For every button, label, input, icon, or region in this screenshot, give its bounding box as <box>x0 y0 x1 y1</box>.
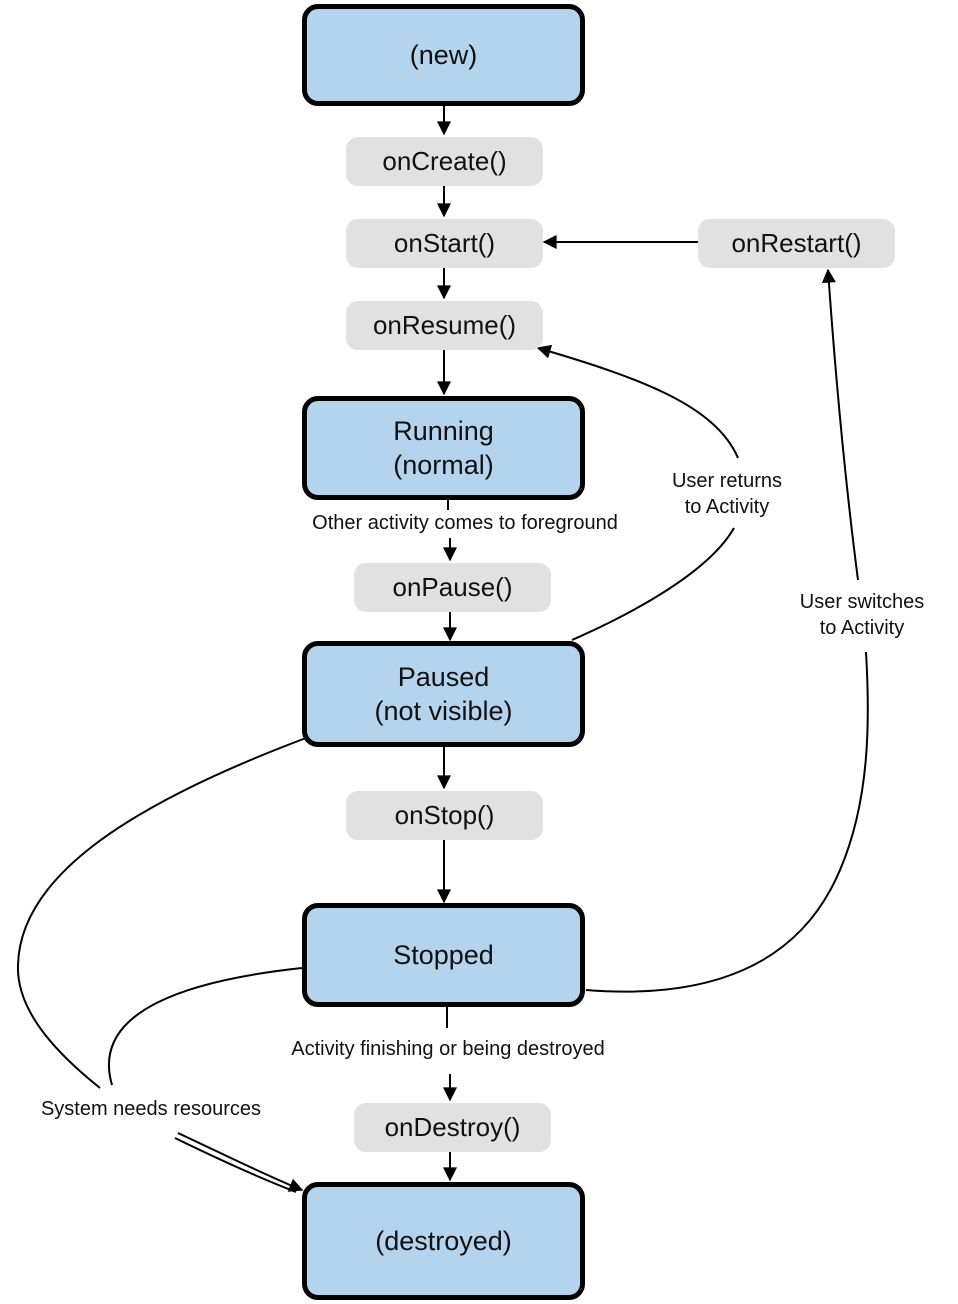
label-other-activity: Other activity comes to foreground <box>312 512 618 534</box>
curve-paused-to-system-needs <box>16 737 307 1089</box>
state-paused: Paused (not visible) <box>302 641 585 747</box>
callback-ondestroy: onDestroy() <box>354 1103 551 1152</box>
label-finishing: Activity finishing or being destroyed <box>291 1038 605 1060</box>
arrow-system-needs-to-destroyed <box>177 1132 304 1192</box>
arrow-system-needs-to-destroyed-2 <box>174 1137 297 1193</box>
state-paused-label-1: Paused <box>397 662 490 692</box>
callback-onstart-label: onStart() <box>393 228 496 258</box>
label-user-switches: User switches to Activity <box>799 591 925 639</box>
callback-onresume: onResume() <box>346 301 543 350</box>
callback-onstart: onStart() <box>346 219 543 268</box>
state-destroyed: (destroyed) <box>302 1182 585 1300</box>
callback-onstop-label: onStop() <box>394 800 495 830</box>
curve-user-switches-to-onrestart <box>821 268 859 581</box>
state-running-label-2: (normal) <box>393 450 494 480</box>
callback-onresume-label: onResume() <box>372 310 517 340</box>
callback-onstop: onStop() <box>346 791 543 840</box>
callback-oncreate: onCreate() <box>346 137 543 186</box>
curve-user-returns-to-onresume <box>536 344 739 459</box>
callback-oncreate-label: onCreate() <box>382 146 507 176</box>
callback-onrestart-label: onRestart() <box>731 228 862 258</box>
callback-onpause-label: onPause() <box>392 572 513 602</box>
state-paused-label-2: (not visible) <box>374 696 513 726</box>
state-running: Running (normal) <box>302 396 585 500</box>
callback-onrestart: onRestart() <box>698 219 895 268</box>
curve-paused-to-user-returns <box>571 527 735 641</box>
callback-onpause: onPause() <box>354 563 551 612</box>
state-running-label-1: Running <box>393 416 494 446</box>
label-user-returns: User returns to Activity <box>671 470 783 518</box>
state-new: (new) <box>302 4 585 106</box>
label-system-needs: System needs resources <box>40 1098 262 1120</box>
state-stopped-label: Stopped <box>393 940 494 970</box>
callback-ondestroy-label: onDestroy() <box>384 1112 521 1142</box>
state-destroyed-label: (destroyed) <box>375 1226 512 1256</box>
curve-stopped-to-system-needs <box>108 967 303 1086</box>
state-new-label: (new) <box>409 40 478 70</box>
curve-stopped-to-user-switches <box>585 651 869 993</box>
state-stopped: Stopped <box>302 903 585 1007</box>
